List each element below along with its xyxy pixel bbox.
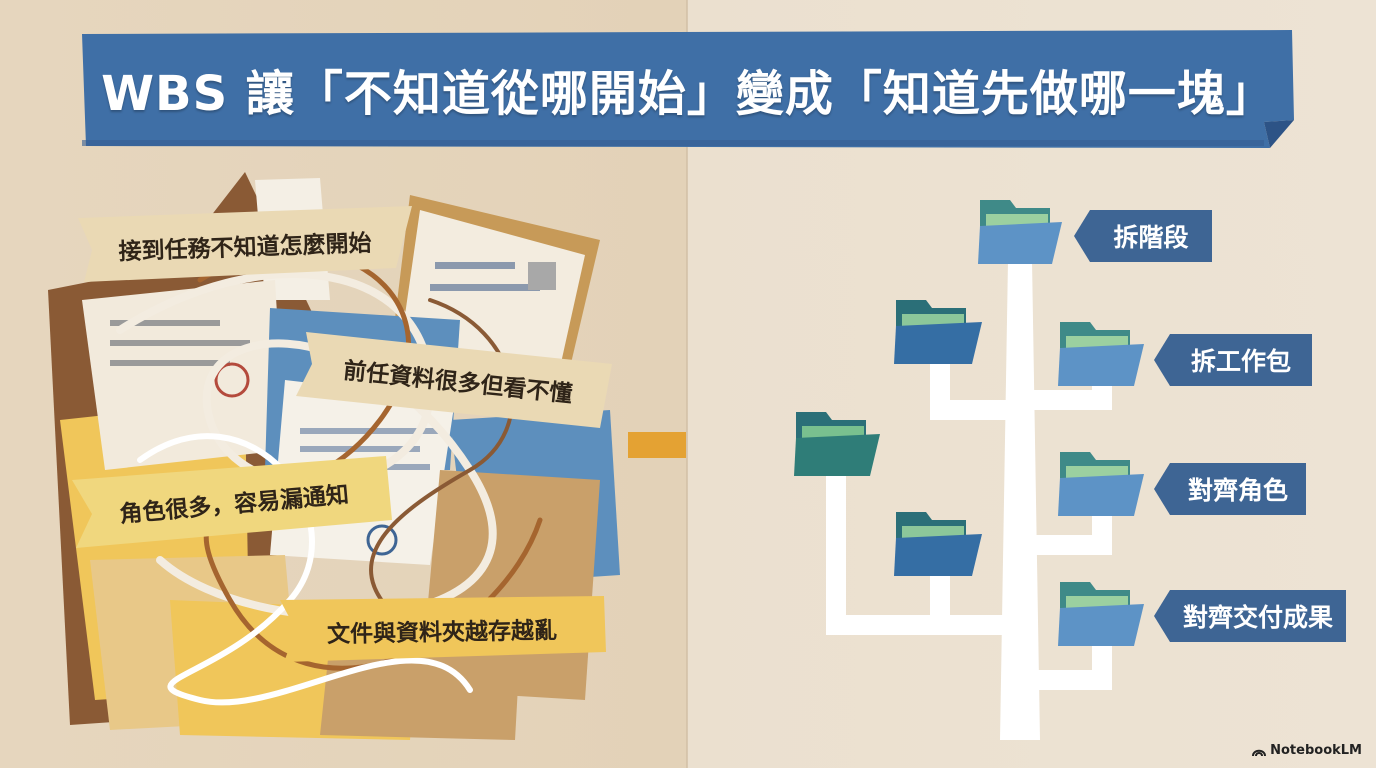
brand-name: NotebookLM (1270, 743, 1362, 758)
step-tag-roles: 對齊角色 (1187, 476, 1288, 505)
center-divider (686, 0, 688, 768)
label-strips (72, 206, 612, 662)
title-banner (82, 30, 1294, 148)
step-tag-work-package: 拆工作包 (1190, 347, 1291, 376)
notebooklm-logo-icon (1252, 749, 1267, 756)
orange-arrow (628, 432, 686, 458)
step-tag-deliverables: 對齊交付成果 (1182, 603, 1333, 632)
step-tag-phase: 拆階段 (1113, 223, 1189, 252)
brand-watermark: NotebookLM (1252, 743, 1362, 758)
tree-branches (826, 260, 1112, 740)
step-tags (1074, 210, 1346, 642)
page-title: WBS 讓「不知道從哪開始」變成「知道先做哪一塊」 (101, 66, 1275, 122)
folders (794, 200, 1144, 646)
